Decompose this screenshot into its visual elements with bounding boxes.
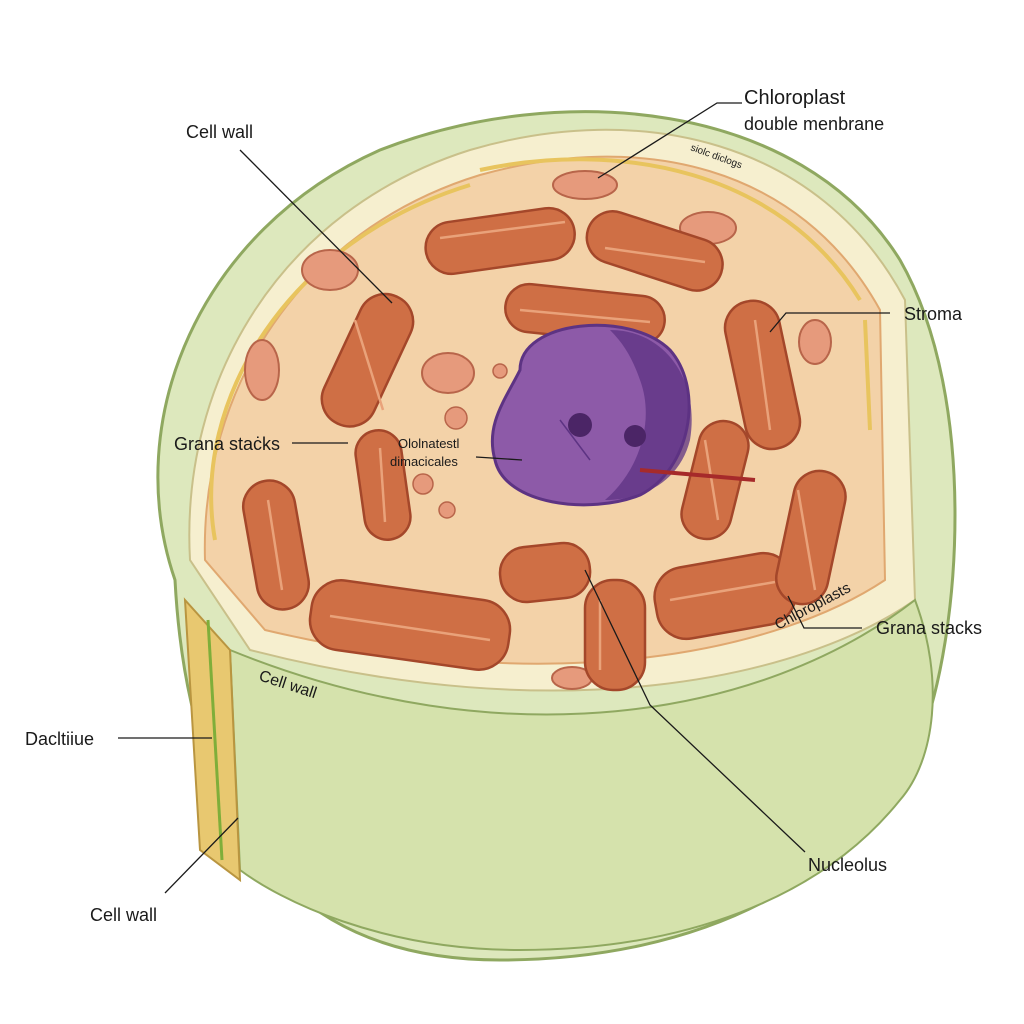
chloroplast bbox=[498, 541, 592, 604]
vesicle bbox=[444, 406, 468, 430]
cell-wall-cut-face bbox=[228, 598, 934, 952]
plasmodesma-line bbox=[206, 619, 224, 861]
chloroplast bbox=[775, 469, 847, 606]
vesicle bbox=[412, 473, 434, 495]
label-stroma: Stroma bbox=[904, 304, 963, 324]
label-double-membrane: double menbrane bbox=[744, 114, 884, 134]
vesicle bbox=[492, 363, 508, 379]
label-grana-stacks-left: Grana staċks bbox=[174, 434, 280, 454]
chloroplast bbox=[583, 578, 647, 692]
vacuole bbox=[421, 352, 475, 394]
label-grana-stacks-right: Grana stacks bbox=[876, 618, 982, 638]
label-cell-wall-bottom: Cell wall bbox=[90, 905, 157, 925]
chloroplast bbox=[585, 210, 724, 292]
label-center-line2: dimacicales bbox=[390, 454, 458, 469]
label-dacltiiue: Dacltiiue bbox=[25, 729, 94, 749]
label-nucleolus: Nucleolus bbox=[808, 855, 887, 875]
vesicle bbox=[438, 501, 456, 519]
nuclear-pore-line bbox=[559, 419, 591, 461]
vacuole bbox=[301, 249, 359, 291]
thylakoid-membranes bbox=[266, 220, 817, 670]
nucleus-shadow bbox=[605, 330, 692, 500]
nucleolus bbox=[624, 425, 646, 447]
membrane-strand bbox=[209, 183, 471, 541]
leader-cell-wall-top bbox=[239, 149, 393, 304]
leader-stroma bbox=[769, 312, 890, 333]
label-cell-wall-top: Cell wall bbox=[186, 122, 253, 142]
leader-nucleolus bbox=[584, 569, 806, 853]
membrane-strand bbox=[479, 157, 862, 302]
membrane-strand bbox=[863, 319, 872, 431]
nucleus-streak bbox=[639, 468, 756, 482]
vacuole bbox=[244, 339, 280, 401]
chloroplast bbox=[308, 579, 512, 671]
leader-chloroplast bbox=[597, 102, 742, 179]
cell-wall-slab bbox=[183, 597, 242, 883]
vacuole bbox=[552, 170, 618, 200]
leader-cell-wall-bottom bbox=[164, 817, 239, 894]
leader-grana-right bbox=[787, 595, 862, 629]
leader-lines bbox=[118, 102, 890, 894]
leader-center bbox=[475, 456, 523, 461]
vacuole bbox=[798, 319, 832, 365]
label-chloroplast: Chloroplast bbox=[744, 87, 846, 109]
label-center-line1: Ololnatestl bbox=[398, 436, 460, 451]
nucleolus bbox=[568, 413, 592, 437]
